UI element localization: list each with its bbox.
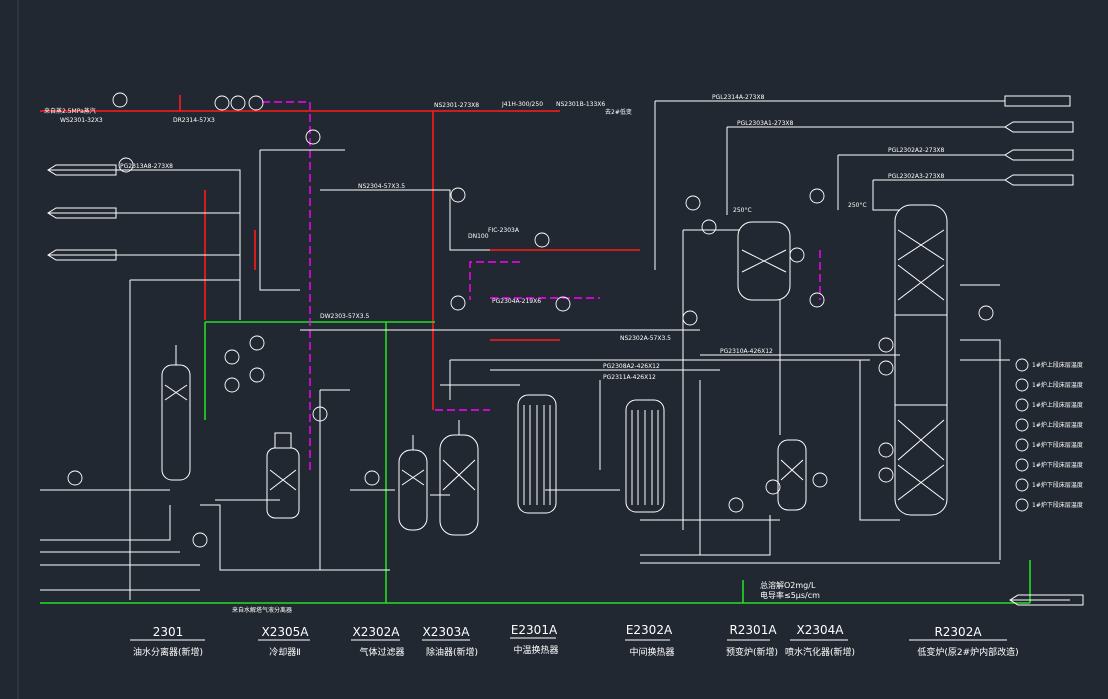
exchanger-e2302a[interactable]	[625, 399, 665, 513]
pgl3-label: PGL2302A2-273X8	[888, 147, 945, 154]
equipment-name: 低变炉(原2#炉内部改造)	[917, 646, 1018, 658]
equipment-name: 预变炉(新增)	[726, 646, 778, 658]
pgl1-label: PGL2314A-273X8	[712, 94, 765, 101]
temp-label-r2302: 250°C	[848, 202, 867, 209]
equipment-tag: X2305A	[262, 625, 310, 639]
vessel-x2305a[interactable]	[266, 432, 300, 519]
vessel-x2304a[interactable]	[777, 439, 807, 511]
reactor-r2301a[interactable]	[737, 221, 791, 301]
equipment-tag: X2304A	[797, 623, 845, 637]
dr-label: DR2314-57X3	[173, 117, 215, 124]
right-outlet-labels: 1#炉上段床层温度 1#炉上段床层温度 1#炉上段床层温度 1#炉上段床层温度 …	[1032, 361, 1083, 509]
inlet-steam-label: 来自蒸2.5MPa蒸汽	[44, 107, 96, 115]
equipment-tag: X2302A	[353, 625, 401, 639]
pg2311-label: PG2311A-426X12	[603, 374, 656, 381]
equipment-tag: E2301A	[511, 623, 558, 637]
equipment-name: 中温换热器	[513, 644, 558, 656]
reactor-r2302a[interactable]	[894, 204, 948, 516]
outlet-label: 1#炉上段床层温度	[1032, 381, 1083, 389]
outlet-label: 1#炉下段床层温度	[1032, 461, 1083, 469]
signal-lines	[262, 101, 821, 470]
ws-label: WS2301-32X3	[60, 117, 103, 124]
equipment-tag: R2301A	[729, 623, 777, 637]
instrument-bubbles	[67, 92, 1029, 548]
outlet-label: 1#炉上段床层温度	[1032, 401, 1083, 409]
outlet-label: 1#炉上段床层温度	[1032, 421, 1083, 429]
pgl2-label: PGL2303A1-273X8	[737, 120, 794, 127]
ns2302-label: NS2302A-57X3.5	[620, 335, 671, 342]
equipment-tag: X2303A	[423, 625, 471, 639]
vessel-x2302a[interactable]	[398, 435, 428, 531]
pgl4-label: PGL2302A3-273X8	[888, 173, 945, 180]
top-dn-label: NS2301B-133X6	[556, 101, 605, 108]
equipment-name: 气体过滤器	[359, 646, 404, 658]
steam-lines	[40, 95, 640, 410]
outlet-label: 1#炉下段床层温度	[1032, 481, 1083, 489]
vessel-x2303a[interactable]	[439, 420, 479, 536]
dn100-label: DN100	[468, 233, 489, 240]
pg2310-label: PG2310A-426X12	[720, 348, 773, 355]
fic-label: FIC-2303A	[488, 227, 520, 234]
top-valve-label: J41H-300/250	[501, 101, 543, 108]
top-dest-label: 去2#低变	[605, 108, 632, 116]
pipe-labels: 来自蒸2.5MPa蒸汽 WS2301-32X3 DR2314-57X3 NS23…	[44, 94, 945, 614]
top-steam-label: NS2301-273X8	[434, 102, 479, 109]
pg2308-label: PG2308A2-426X12	[603, 363, 660, 370]
outlet-label: 1#炉上段床层温度	[1032, 361, 1083, 369]
note-conductivity: 电导率≤5μs/cm	[760, 590, 820, 600]
equipment-legend: 2301 油水分离器(新增) X2305A 冷却器Ⅱ X2302A 气体过滤器 …	[130, 623, 1019, 658]
dw-label: DW2303-57X3.5	[320, 313, 369, 320]
outlet-label: 1#炉下段床层温度	[1032, 441, 1083, 449]
equipment-tag: 2301	[153, 625, 184, 639]
pg2304-label: PG2304A-219X6	[492, 298, 541, 305]
equipment-name: 喷水汽化器(新增)	[785, 646, 855, 658]
equipment-name: 油水分离器(新增)	[133, 646, 203, 658]
temp-label-r2301: 250°C	[733, 207, 752, 214]
exchanger-e2301a[interactable]	[517, 394, 557, 514]
ns2304-label: NS2304-57X3.5	[358, 183, 405, 190]
equipment-name: 冷却器Ⅱ	[269, 646, 300, 658]
outlet-flags	[47, 95, 1084, 606]
process-lines	[40, 100, 1070, 601]
note-oxygen: 总溶解O2mg/L	[760, 580, 816, 590]
equipment-tag: R2302A	[934, 625, 982, 639]
vessel-2301[interactable]	[161, 345, 191, 481]
equipment-name: 中间换热器	[629, 646, 674, 658]
water-lines	[40, 321, 1031, 604]
equipment-name: 除油器(新增)	[426, 646, 478, 658]
bottom-source-label: 来自水解塔气液分离器	[232, 606, 292, 614]
equipment-tag: E2302A	[626, 623, 673, 637]
pg13-label: PG2313A8-273X8	[120, 163, 173, 170]
outlet-label: 1#炉下段床层温度	[1032, 501, 1083, 509]
